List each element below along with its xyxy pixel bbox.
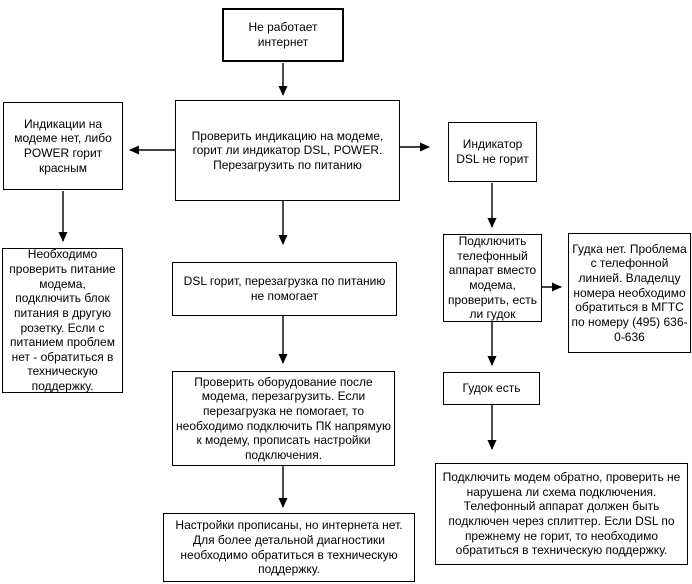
node-dsl-off: Индикатор DSL не горит — [448, 122, 537, 182]
node-dial-tone: Гудок есть — [443, 372, 540, 405]
node-reconnect-modem: Подключить модем обратно, проверить не н… — [435, 463, 688, 565]
node-start: Не работает интернет — [222, 8, 344, 62]
node-no-indication: Индикации на модеме нет, либо POWER гори… — [3, 102, 123, 190]
node-check-modem: Проверить индикацию на модеме, горит ли … — [175, 100, 400, 201]
node-check-equipment: Проверить оборудование после модема, пер… — [172, 371, 395, 466]
node-check-power: Необходимо проверить питание модема, под… — [2, 248, 123, 393]
node-settings-done: Настройки прописаны, но интернета нет. Д… — [163, 513, 415, 582]
node-no-dial-tone: Гудка нет. Проблема с телефонной линией.… — [568, 233, 691, 353]
node-connect-phone: Подключить телефонный аппарат вместо мод… — [443, 234, 542, 322]
node-dsl-on: DSL горит, перезагрузка по питанию не по… — [172, 262, 397, 316]
